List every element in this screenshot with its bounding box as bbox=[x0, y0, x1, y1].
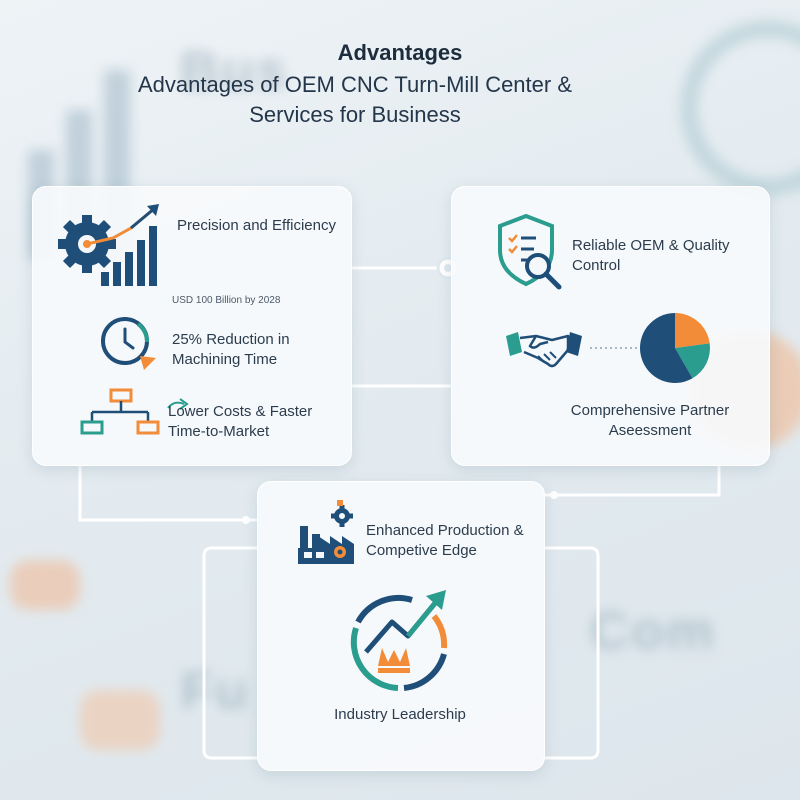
arrow-icon bbox=[167, 398, 189, 410]
shield-checklist-icon bbox=[498, 213, 554, 287]
card-quality bbox=[451, 186, 770, 466]
connector-dot bbox=[242, 516, 250, 524]
connector-dot bbox=[550, 491, 558, 499]
page-subtitle: Advantages of OEM CNC Turn-Mill Center &… bbox=[137, 72, 573, 127]
market-size-note: USD 100 Billion by 2028 bbox=[172, 295, 281, 306]
costs-label: Lower Costs & Faster Time-to-Market bbox=[168, 403, 313, 440]
factory-icon bbox=[298, 500, 354, 564]
precision-label: Precision and Efficiency bbox=[177, 217, 336, 234]
handshake-icon bbox=[506, 332, 582, 368]
gear-growth-chart-icon bbox=[58, 204, 159, 286]
magnifier-icon bbox=[525, 253, 562, 290]
clock-icon bbox=[101, 317, 156, 370]
connector-right-bottom bbox=[541, 462, 721, 497]
org-chart-icon bbox=[80, 388, 160, 435]
connector-node-dot bbox=[444, 264, 452, 272]
assessment-label: Comprehensive Partner Aseessment bbox=[570, 402, 730, 439]
dotted-link bbox=[590, 347, 642, 349]
crown-growth-icon bbox=[350, 590, 448, 691]
connector-bottom-frame-right bbox=[541, 546, 600, 760]
production-label: Enhanced Production & Competive Edge bbox=[366, 522, 524, 559]
quality-label: Reliable OEM & Quality Control bbox=[572, 237, 730, 274]
leadership-label: Industry Leadership bbox=[334, 706, 466, 723]
reduction-label: 25% Reduction in Machining Time bbox=[172, 331, 290, 368]
pie-chart-icon bbox=[639, 313, 711, 383]
connector-bottom-frame-left bbox=[202, 546, 259, 760]
page-title: Advantages bbox=[337, 40, 463, 65]
connector-left-bottom bbox=[78, 462, 259, 522]
